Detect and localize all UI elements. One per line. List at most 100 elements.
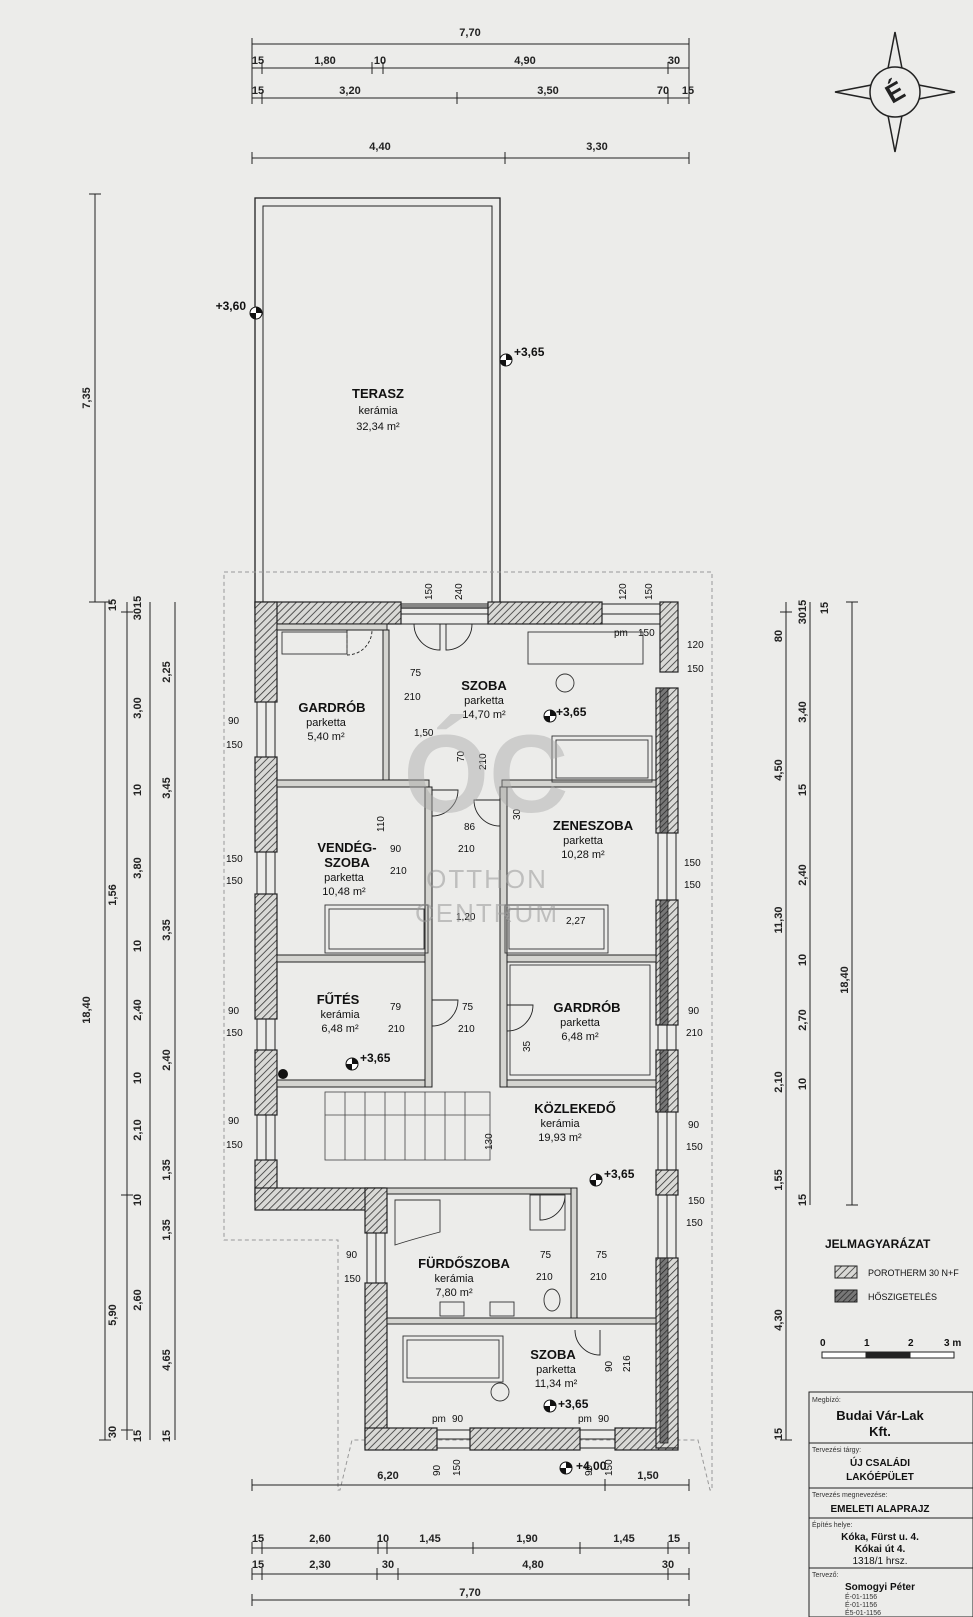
level-markers: +3,60 +3,65 +3,65 +3,65 +3,65 +3,65 +4,0… [216, 299, 635, 1475]
dim-top-r1-0: 15 [252, 55, 264, 67]
room1-floor: parketta [464, 695, 505, 707]
op-150-l6: 150 [344, 1274, 361, 1285]
tb-designer: Somogyi Péter [845, 1582, 915, 1593]
dim-left-d10: 2,10 [132, 1119, 144, 1140]
op-150-b3: 150 [452, 1459, 463, 1476]
dim-right-b9: 15 [797, 1194, 809, 1206]
op-70: 70 [456, 750, 467, 762]
dim-right-b11: 15 [773, 1428, 785, 1440]
tb-reg2: É5-01-1156 [845, 1608, 881, 1617]
op-90-v: 90 [390, 844, 402, 855]
dim-left-d12: 10 [132, 1194, 144, 1206]
tb-drawing: EMELETI ALAPRAJZ [830, 1504, 929, 1515]
dim-bot-r3-2: 30 [382, 1559, 394, 1571]
vendeg-area: 10,48 m² [322, 886, 366, 898]
zene-area: 10,28 m² [561, 849, 605, 861]
op-210-f3: 210 [590, 1272, 607, 1283]
dim-right-b2: 15 [797, 784, 809, 796]
dim-top-r3-0: 4,40 [369, 141, 390, 153]
legend-item1: POROTHERM 30 N+F [868, 1268, 959, 1278]
top-dimensions [251, 38, 690, 164]
terrace [254, 197, 501, 609]
dim-left-c1: 3015 [132, 596, 144, 620]
legend-title: JELMAGYARÁZAT [825, 1236, 931, 1251]
dim-top-r1-1: 1,80 [314, 55, 335, 67]
level-400: +4,00 [576, 1459, 607, 1473]
dim-bot-r3-3: 4,80 [522, 1559, 543, 1571]
dim-right-b10: 4,30 [773, 1309, 785, 1330]
dim-right-b6: 10 [797, 1078, 809, 1090]
dim-left-d9: 2,40 [161, 1049, 173, 1070]
zene-floor: parketta [563, 835, 604, 847]
op-35: 35 [522, 1040, 533, 1052]
level-marker-icon [345, 1057, 359, 1071]
tb-reg0: É-01-1156 [845, 1592, 877, 1601]
tb-client1: Budai Vár-Lak [836, 1408, 924, 1423]
op-86: 86 [464, 822, 476, 833]
room2-area: 11,34 m² [535, 1378, 578, 1390]
gardrob2-area: 6,48 m² [561, 1031, 599, 1043]
tb-reg1: É-01-1156 [845, 1600, 877, 1609]
left-dimensions [89, 193, 176, 1441]
room1-name: SZOBA [461, 678, 507, 693]
dim-left-d8: 10 [132, 1072, 144, 1084]
op-120b: 1,20 [456, 912, 476, 923]
tb-site3: 1318/1 hrsz. [852, 1556, 907, 1567]
bottom-dimensions [251, 1479, 690, 1606]
terrace-area: 32,34 m² [356, 421, 400, 433]
op-216: 216 [622, 1355, 633, 1372]
dim-left-d3: 3,45 [161, 777, 173, 798]
dim-left-a: 1,56 [107, 884, 119, 905]
scale-0: 0 [820, 1338, 826, 1349]
futes-name: FŰTÉS [317, 992, 360, 1007]
op-210-r4: 210 [686, 1028, 703, 1039]
dim-left-d0: 2,25 [161, 661, 173, 682]
vendeg-name1: VENDÉG- [317, 840, 376, 855]
op-75-h: 75 [462, 1002, 474, 1013]
tb-designer-label: Tervező: [812, 1572, 839, 1579]
op-150-r5: 150 [686, 1142, 703, 1153]
dim-left-d5: 3,35 [161, 919, 173, 940]
level-365-futes: +3,65 [360, 1051, 391, 1065]
dim-bot-overall: 7,70 [459, 1587, 480, 1599]
op-210-f2: 210 [536, 1272, 553, 1283]
scale-1: 1 [864, 1338, 870, 1349]
dim-left-d18: 15 [161, 1430, 173, 1442]
dim-right-b3: 2,40 [797, 864, 809, 885]
level-marker-icon [559, 1461, 573, 1475]
op-150-l1: 150 [226, 740, 243, 751]
watermark-line2: CENTRUM [415, 898, 559, 928]
op-150-r6: 150 [688, 1196, 705, 1207]
kozlekedo-floor: kerámia [540, 1118, 580, 1130]
furdo-area: 7,80 m² [435, 1287, 473, 1299]
dim-left-d6: 10 [132, 940, 144, 952]
op-150-l4: 150 [226, 1028, 243, 1039]
dim-bot-r3-1: 2,30 [309, 1559, 330, 1571]
room2-name: SZOBA [530, 1347, 576, 1362]
dim-bot-r2-5: 1,45 [613, 1533, 634, 1545]
terrace-floor: kerámia [358, 405, 398, 417]
dim-left-d17: 15 [132, 1430, 144, 1442]
op-150-top: 150 [424, 583, 435, 600]
dim-bot-r3-0: 15 [252, 1559, 264, 1571]
gardrob2-name: GARDRÓB [553, 1000, 620, 1015]
dim-left-c0: 15 [107, 599, 119, 611]
insulation [659, 687, 669, 1444]
dim-top-r2-2: 3,50 [537, 85, 558, 97]
dim-right-b1: 3,40 [797, 701, 809, 722]
dim-left-b: 5,90 [107, 1304, 119, 1325]
op-90-s: 90 [604, 1360, 615, 1372]
legend-porotherm-swatch [834, 1265, 858, 1279]
op-150-r2: 150 [684, 858, 701, 869]
interior-walls [276, 623, 657, 1325]
op-90-r5: 90 [688, 1120, 700, 1131]
dim-top-r2-0: 15 [252, 85, 264, 97]
tb-subject-label: Tervezési tárgy: [812, 1447, 861, 1454]
windows [256, 603, 677, 1449]
dim-top-r3-1: 3,30 [586, 141, 607, 153]
dim-right-b7: 2,10 [773, 1071, 785, 1092]
level-365-room1: +3,65 [556, 705, 587, 719]
tb-subject1: ÚJ CSALÁDI [850, 1456, 910, 1469]
dim-bot-r1-1: 1,50 [637, 1470, 658, 1482]
tb-subject2: LAKÓÉPÜLET [846, 1470, 914, 1483]
